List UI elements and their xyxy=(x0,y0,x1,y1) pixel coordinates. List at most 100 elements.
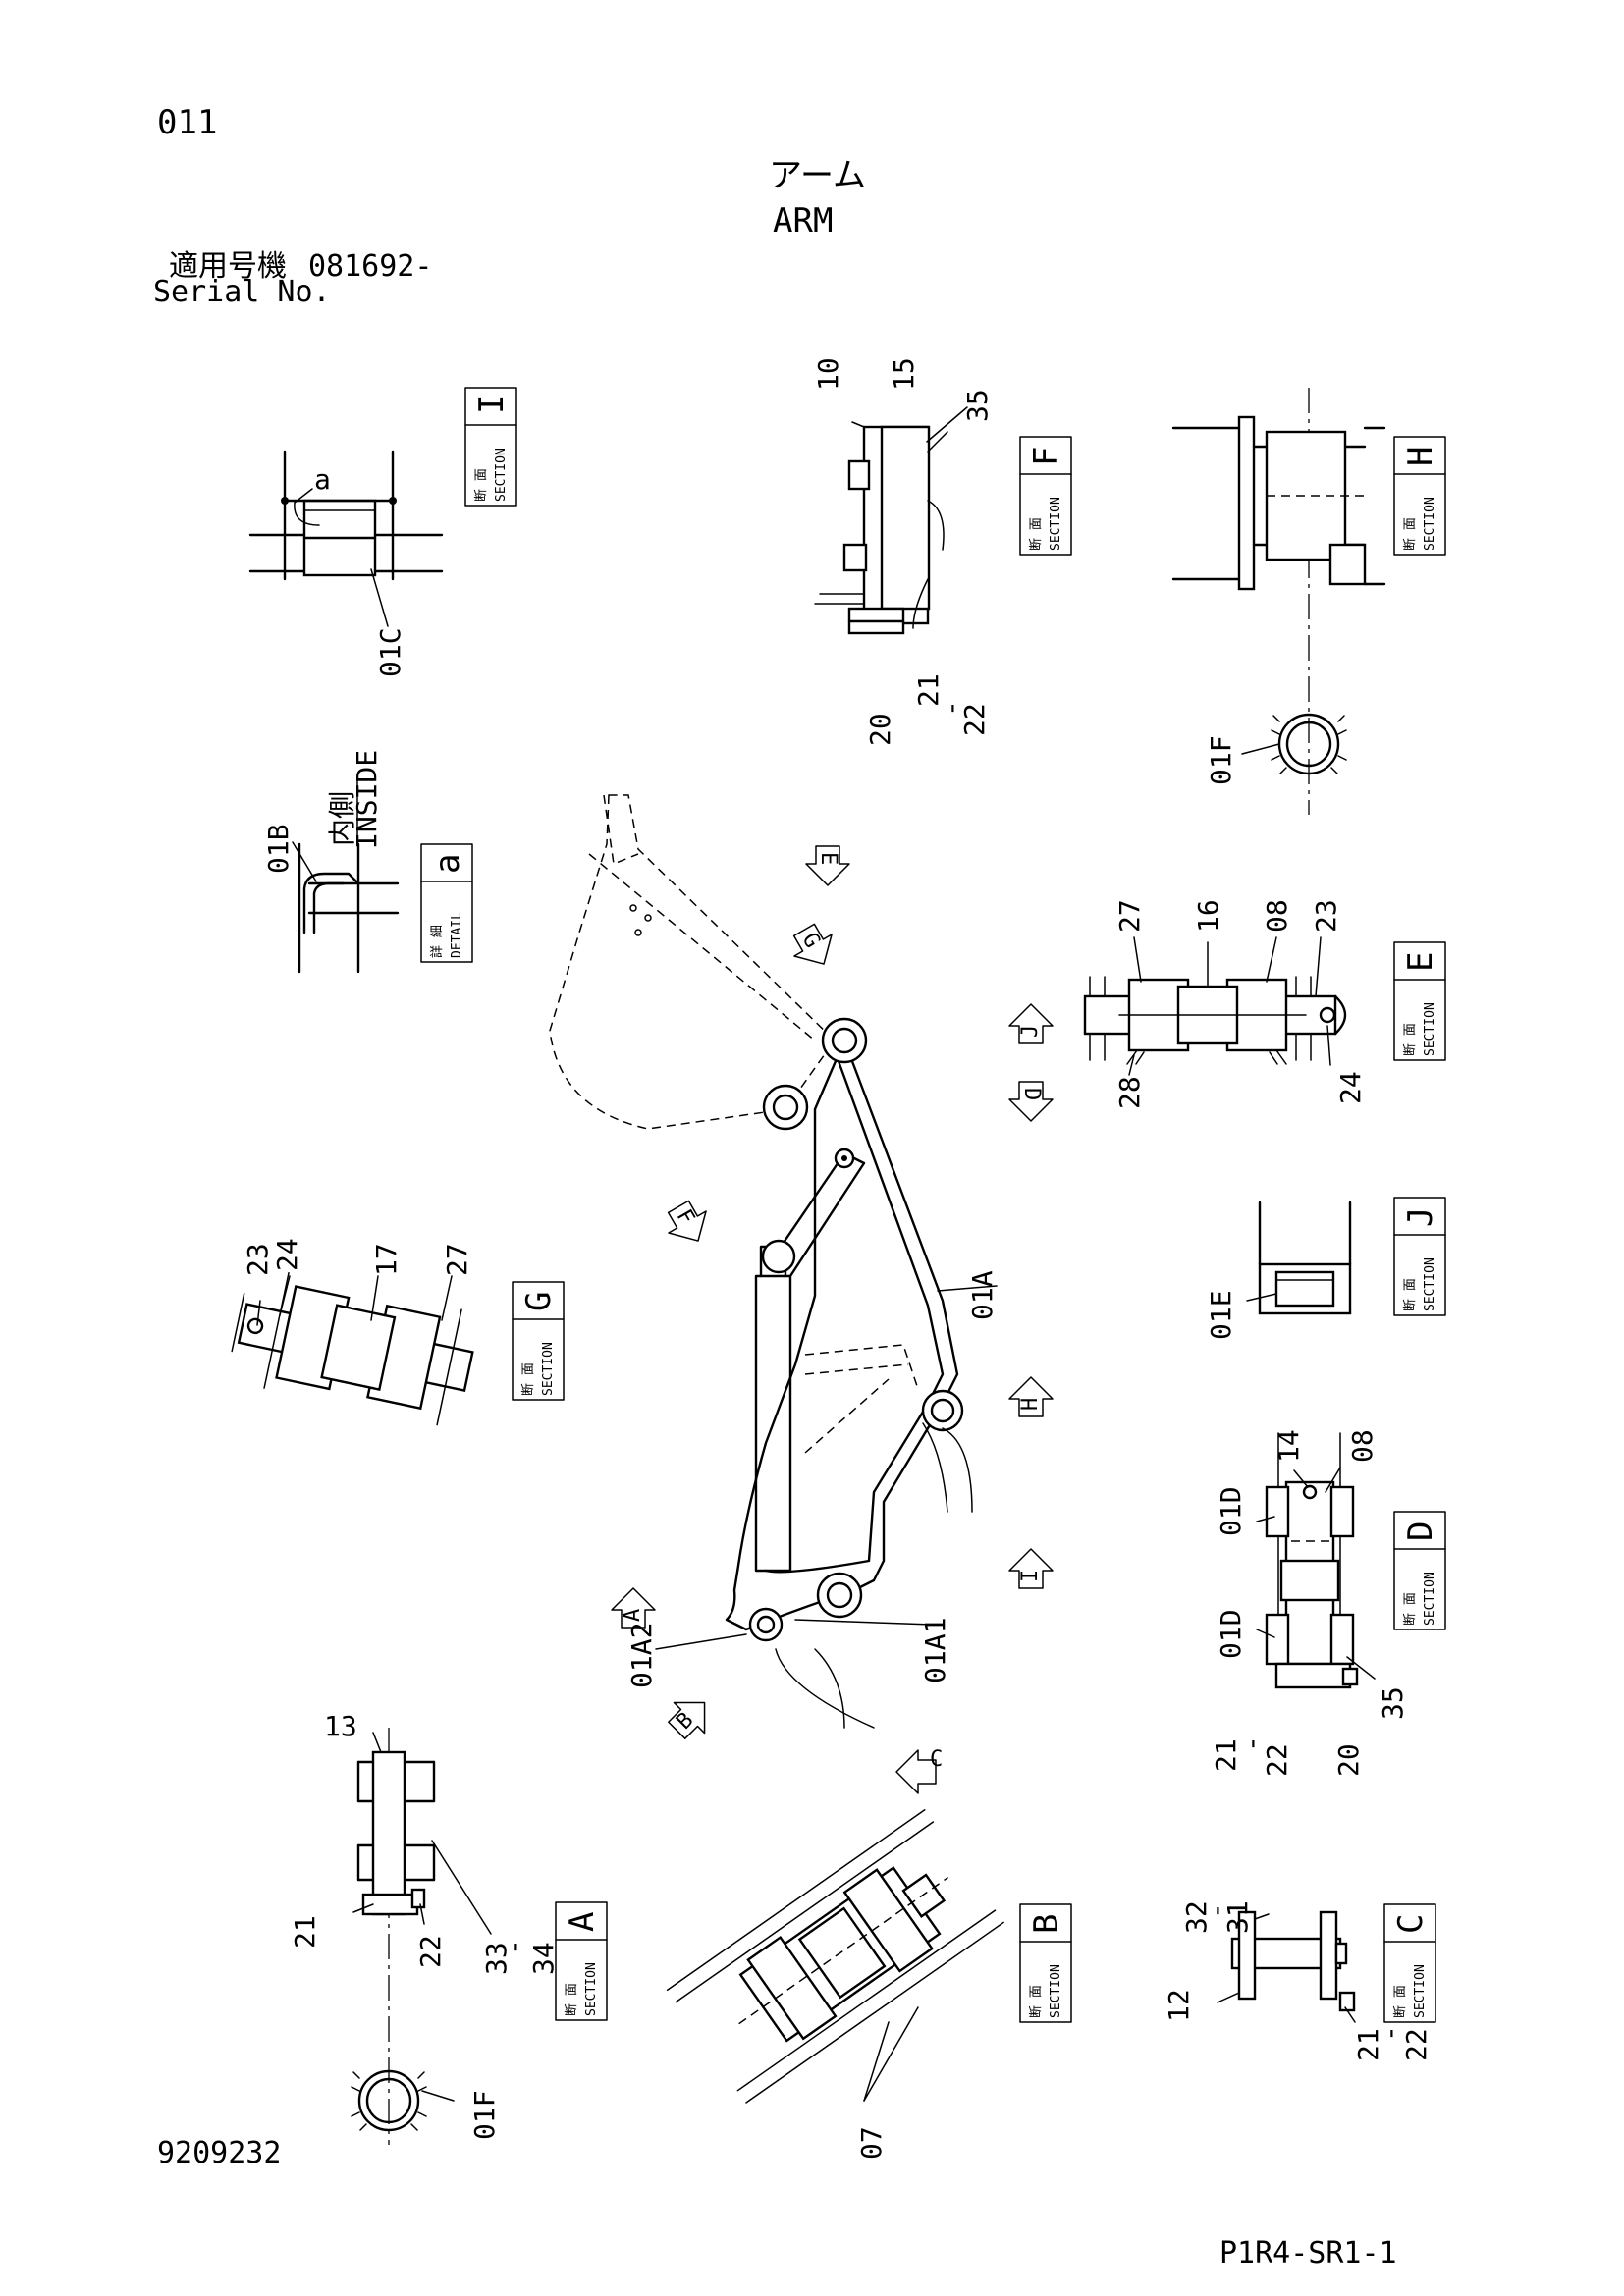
part-24-section-E: 24 xyxy=(1334,1071,1367,1104)
svg-text:F: F xyxy=(1027,447,1066,466)
view-marker-H: H xyxy=(1008,1376,1054,1417)
serial-label-english: Serial No. xyxy=(153,275,331,309)
svg-text:断 面: 断 面 xyxy=(1403,1023,1418,1056)
part-20-section-D: 20 xyxy=(1332,1743,1365,1777)
part-22-section-A: 22 xyxy=(414,1935,447,1968)
part-21-section-D: 21 xyxy=(1210,1738,1242,1772)
section-A-label: 断 面 SECTION A xyxy=(555,1901,608,2021)
part-14: 14 xyxy=(1272,1429,1305,1463)
part-08-section-D: 08 xyxy=(1346,1429,1379,1463)
svg-text:H: H xyxy=(1018,1398,1043,1411)
svg-text:SECTION: SECTION xyxy=(494,448,509,502)
svg-text:C: C xyxy=(930,1747,943,1772)
part-range-dash-F: - xyxy=(935,700,967,717)
svg-text:B: B xyxy=(672,1708,698,1735)
drawing-number: 9209232 xyxy=(157,2136,281,2170)
svg-text:J: J xyxy=(1401,1207,1440,1227)
svg-text:I: I xyxy=(1018,1570,1043,1582)
part-range-dash-D: - xyxy=(1235,1735,1268,1752)
part-31: 31 xyxy=(1221,1900,1254,1934)
section-F-drawing xyxy=(814,406,968,635)
part-21-section-C: 21 xyxy=(1352,2028,1384,2061)
view-marker-J: J xyxy=(1008,1003,1054,1044)
svg-text:SECTION: SECTION xyxy=(1413,1964,1428,2018)
view-marker-E: E xyxy=(805,845,850,886)
section-I-drawing xyxy=(248,450,444,627)
view-marker-B: B xyxy=(668,1701,706,1739)
part-17: 17 xyxy=(370,1243,403,1276)
part-10: 10 xyxy=(812,357,844,391)
part-01F-section-H: 01F xyxy=(1205,735,1237,785)
part-01A: 01A xyxy=(966,1270,999,1320)
section-D-label: 断 面 SECTION D xyxy=(1393,1511,1446,1630)
part-range-dash-C1: - xyxy=(1200,1902,1232,1919)
inside-label-english: INSIDE xyxy=(351,750,383,849)
part-20-section-F: 20 xyxy=(864,713,896,746)
section-I-label: 断 面 SECTION I xyxy=(464,387,517,507)
svg-text:断 面: 断 面 xyxy=(1029,517,1044,551)
svg-text:断 面: 断 面 xyxy=(1029,1985,1044,2018)
inside-label-japanese: 内側 xyxy=(326,791,358,846)
part-24-section-G: 24 xyxy=(271,1238,303,1271)
part-22-section-F: 22 xyxy=(958,703,991,736)
part-01C: 01C xyxy=(374,627,406,677)
svg-text:D: D xyxy=(1019,1088,1044,1100)
svg-text:C: C xyxy=(1391,1914,1431,1934)
svg-text:SECTION: SECTION xyxy=(1049,1964,1063,2018)
serial-label-japanese: 適用号機 xyxy=(169,249,287,284)
part-34: 34 xyxy=(527,1942,560,1975)
svg-text:E: E xyxy=(1401,952,1440,972)
svg-text:詳 細: 詳 細 xyxy=(429,925,445,958)
part-01F-section-A: 01F xyxy=(468,2090,501,2140)
part-range-dash-A: - xyxy=(498,1939,530,1955)
svg-text:SECTION: SECTION xyxy=(1049,497,1063,551)
svg-text:断 面: 断 面 xyxy=(565,1983,579,2016)
part-15: 15 xyxy=(888,357,920,391)
part-28: 28 xyxy=(1113,1076,1146,1109)
svg-text:SECTION: SECTION xyxy=(1423,1257,1437,1311)
title-japanese: アーム xyxy=(769,156,866,195)
svg-text:断 面: 断 面 xyxy=(521,1362,536,1396)
svg-text:SECTION: SECTION xyxy=(1423,497,1437,551)
view-marker-A: A xyxy=(611,1587,656,1629)
section-J-drawing xyxy=(1246,1201,1352,1315)
section-J-label: 断 面 SECTION J xyxy=(1393,1197,1446,1316)
svg-text:A: A xyxy=(621,1609,645,1622)
detail-mark-a: a xyxy=(314,463,331,496)
svg-text:断 面: 断 面 xyxy=(1403,517,1418,551)
svg-text:H: H xyxy=(1401,447,1440,466)
part-07: 07 xyxy=(855,2126,888,2160)
part-01D-bottom: 01D xyxy=(1215,1609,1247,1659)
section-H-drawing xyxy=(1171,388,1386,815)
part-16: 16 xyxy=(1192,899,1224,933)
section-B-label: 断 面 SECTION B xyxy=(1019,1903,1072,2023)
serial-number-value: 081692- xyxy=(308,249,432,284)
svg-text:D: D xyxy=(1401,1522,1440,1541)
section-G-label: 断 面 SECTION G xyxy=(512,1281,565,1401)
view-marker-F: F xyxy=(667,1200,707,1242)
svg-text:I: I xyxy=(472,395,512,414)
part-23-section-E: 23 xyxy=(1310,899,1342,933)
section-B-drawing xyxy=(666,1809,1004,2104)
part-35-section-D: 35 xyxy=(1377,1686,1409,1720)
part-01B: 01B xyxy=(262,824,295,874)
section-C-label: 断 面 SECTION C xyxy=(1383,1903,1436,2023)
svg-text:B: B xyxy=(1027,1914,1066,1934)
section-F-label: 断 面 SECTION F xyxy=(1019,436,1072,556)
section-E-label: 断 面 SECTION E xyxy=(1393,941,1446,1061)
title-english: ARM xyxy=(773,201,833,240)
svg-text:断 面: 断 面 xyxy=(1393,1985,1408,2018)
part-01E: 01E xyxy=(1205,1290,1237,1340)
part-21-section-A: 21 xyxy=(289,1915,321,1949)
detail-a-label: 詳 細 DETAIL a xyxy=(420,843,473,963)
part-35-section-F: 35 xyxy=(961,389,994,422)
part-21-section-F: 21 xyxy=(912,673,945,707)
part-12: 12 xyxy=(1163,1989,1195,2022)
sheet-code: P1R4-SR1-1 xyxy=(1219,2236,1397,2270)
svg-text:J: J xyxy=(1018,1025,1043,1038)
svg-text:SECTION: SECTION xyxy=(541,1342,556,1396)
section-H-label: 断 面 SECTION H xyxy=(1393,436,1446,556)
part-01A2: 01A2 xyxy=(625,1623,658,1688)
svg-text:SECTION: SECTION xyxy=(584,1962,599,2016)
